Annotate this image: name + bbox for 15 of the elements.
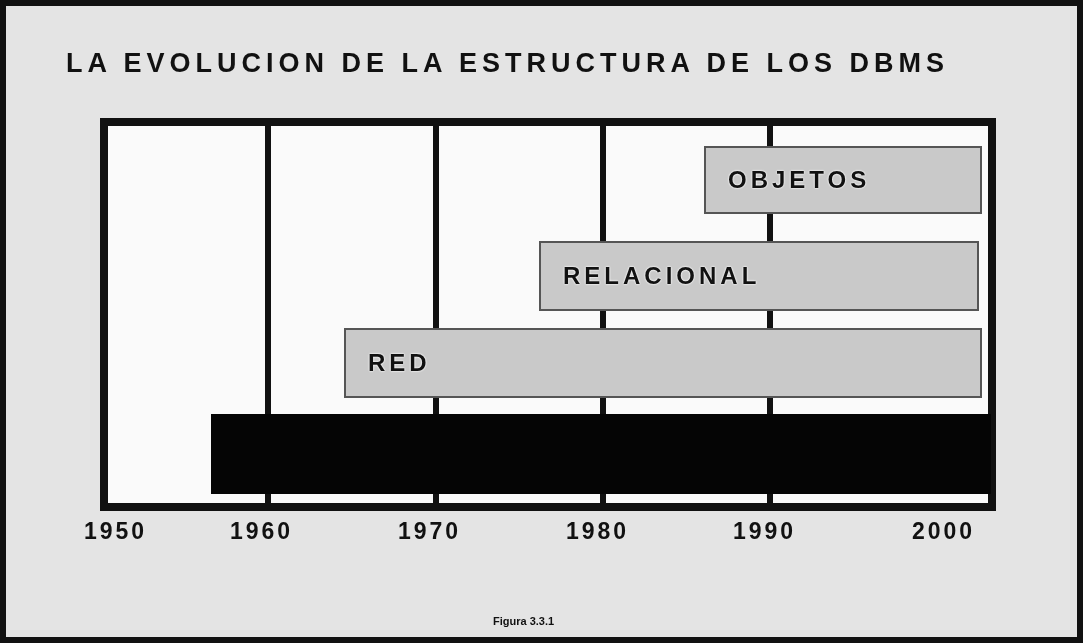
year-label: 1960 xyxy=(230,518,294,545)
bar-label: RED xyxy=(368,349,431,377)
year-label: 1970 xyxy=(398,518,462,545)
timeline-bar xyxy=(704,146,982,214)
bar-label: OBJETOS xyxy=(728,166,871,194)
title: LA EVOLUCION DE LA ESTRUCTURA DE LOS DBMS xyxy=(66,48,950,79)
timeline-bar xyxy=(539,241,979,311)
year-label: 1980 xyxy=(566,518,630,545)
year-label: 1950 xyxy=(84,518,148,545)
bar-label: RELACIONAL xyxy=(563,262,761,290)
year-label: 2000 xyxy=(912,518,976,545)
timeline-bar xyxy=(344,328,982,398)
timeline-bar xyxy=(211,414,991,494)
caption: Figura 3.3.1 xyxy=(493,615,555,627)
year-label: 1990 xyxy=(733,518,797,545)
